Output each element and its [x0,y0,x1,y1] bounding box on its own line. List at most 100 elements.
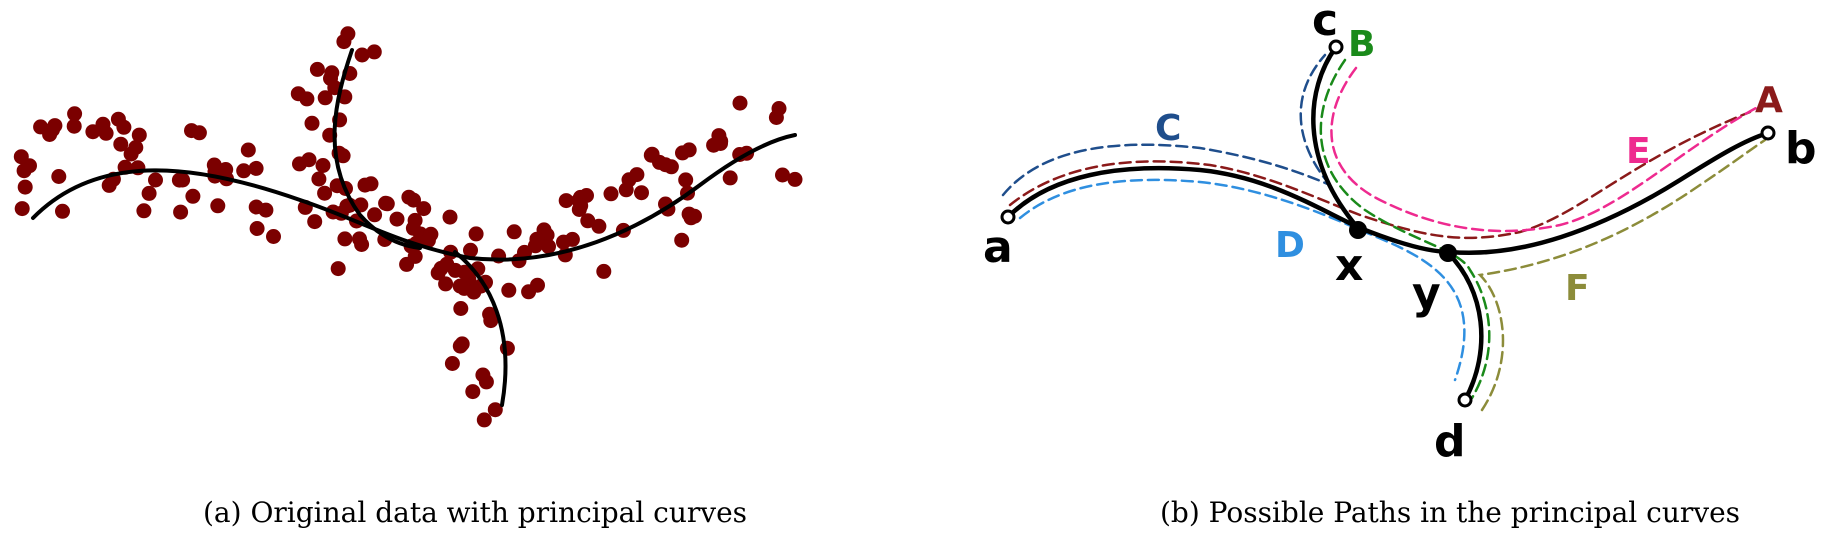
label-path-D: D [1275,225,1305,266]
data-point [317,185,333,201]
panel-b-possible-paths: a b c d x y A B C D E F [983,0,1817,467]
curve-c-to-x [1311,44,1361,231]
panel-a-original-data [13,26,803,428]
data-point [101,177,117,193]
data-point [185,188,201,204]
data-point [136,203,152,219]
data-point [304,115,320,131]
principal-curves-b [1005,44,1771,403]
path-c-dashed [1001,143,1332,197]
data-point [483,313,499,329]
junction-y [1439,244,1457,262]
data-point [307,214,323,230]
data-point [674,232,690,248]
data-point [98,125,114,141]
data-point [317,90,333,106]
data-point [530,277,545,293]
data-point [478,374,494,390]
junctions [1349,221,1457,262]
data-point [444,356,460,371]
data-point [506,224,522,240]
data-point [141,185,157,201]
data-point [173,204,189,220]
data-point [210,198,226,214]
data-point [33,119,49,135]
data-point [354,47,370,63]
data-point [67,106,83,122]
data-point [258,202,274,218]
data-point [596,263,612,279]
data-point [706,137,722,153]
data-point [236,163,252,179]
data-point [722,170,738,186]
curve-a-to-b [1005,130,1771,255]
data-point [438,276,454,292]
data-point [771,101,787,116]
data-point [249,221,265,236]
label-point-b: b [1785,123,1817,174]
data-point [573,198,589,214]
data-point [301,152,317,168]
data-point [131,127,147,143]
endpoint-b [1760,125,1776,141]
data-point [476,412,492,428]
principal-curve-main [31,133,797,262]
data-point [379,196,395,212]
data-point [618,182,634,198]
data-point [128,140,144,155]
principal-curves-a [31,48,797,407]
label-point-a: a [983,222,1013,273]
junction-x [1349,221,1367,239]
path-e-dashed [1330,66,1758,233]
data-point [16,163,32,179]
data-point [732,95,748,111]
label-point-x: x [1335,240,1363,291]
data-point [266,229,281,244]
data-point [14,201,30,217]
data-point [558,193,574,209]
data-point [335,148,351,164]
path-d-dashed [1018,178,1466,382]
data-point [175,172,191,188]
path-f-dashed [1477,138,1767,412]
endpoint-a [1000,209,1016,225]
data-point [367,207,383,223]
data-point [66,118,82,134]
data-point [248,160,264,176]
data-point [541,238,556,254]
data-point [466,284,482,300]
label-point-d: d [1434,416,1466,467]
label-point-c: c [1312,0,1338,46]
data-point [354,237,370,252]
label-point-y: y [1412,268,1441,319]
data-point [643,147,659,163]
label-path-B: B [1348,24,1375,65]
endpoints [1000,39,1776,408]
data-point [420,232,436,248]
path-labels: A B C D E F [1155,24,1783,309]
principal-curve-upper-branch [332,48,422,250]
data-point [453,301,469,316]
data-point [775,167,790,183]
data-point [340,26,356,42]
data-point [366,44,382,60]
data-point [634,185,649,201]
data-point [55,203,70,219]
endpoint-c [1328,39,1344,55]
data-point [13,149,29,165]
data-point [363,176,379,192]
path-a-dashed [1008,110,1752,240]
point-labels: a b c d x y [983,0,1817,467]
data-point [309,61,325,77]
data-point [407,248,423,264]
data-point [556,234,571,250]
data-points [13,26,803,428]
data-point [787,171,803,187]
data-point [452,278,468,294]
label-path-A: A [1755,80,1783,121]
data-point [603,186,619,202]
data-point [501,282,517,298]
data-point [17,179,33,195]
data-point [148,172,163,188]
data-point [51,169,67,184]
